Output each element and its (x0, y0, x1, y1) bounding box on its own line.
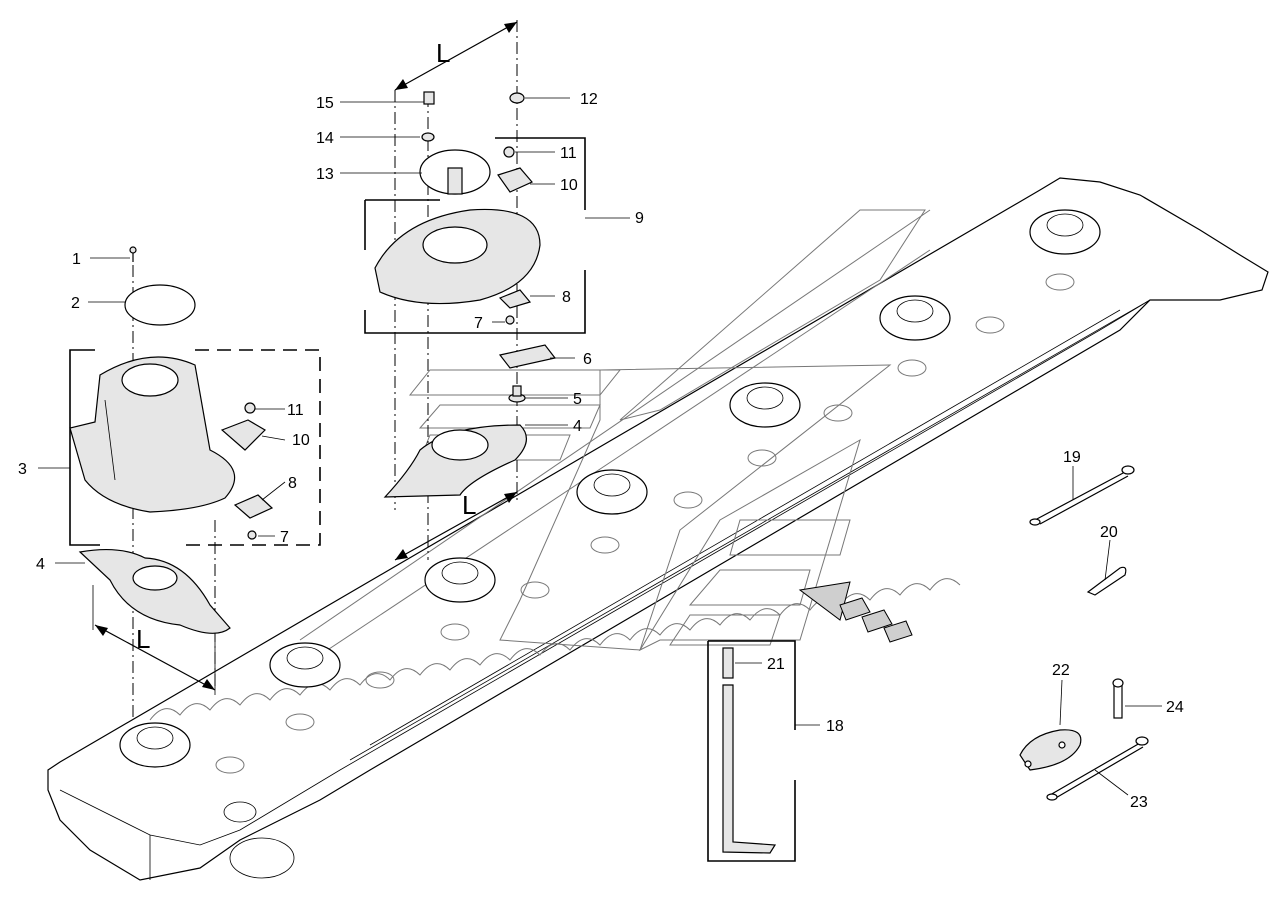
callout-5: 5 (573, 391, 582, 408)
guard-10-upper (497, 167, 533, 193)
callout-8: 8 (288, 475, 297, 492)
callout-7: 7 (474, 315, 483, 332)
clip-20 (1086, 566, 1127, 596)
mower-cutter-bar (47, 177, 1269, 881)
plate-4-upper (383, 424, 527, 498)
hub-cap-13 (419, 149, 491, 195)
disc-hub (879, 295, 951, 341)
pin-24 (1112, 678, 1124, 719)
cone-3 (69, 356, 236, 513)
callout-22: 22 (1052, 662, 1070, 679)
upper-hub-assembly (364, 20, 630, 561)
washer-14 (421, 132, 435, 142)
disc-hub (269, 642, 341, 688)
plate-4-left (78, 548, 231, 634)
callout-3: 3 (18, 461, 27, 478)
nut-12 (509, 92, 525, 104)
pin-23 (1046, 736, 1149, 801)
bolt-15 (423, 91, 435, 105)
guard-10-left (220, 419, 266, 451)
disc-9 (374, 208, 541, 305)
callout-6: 6 (583, 351, 592, 368)
bolt-7-left (247, 530, 257, 540)
plate-8-upper (498, 289, 532, 309)
callout-14: 14 (316, 130, 334, 147)
callout-21: 21 (767, 656, 785, 673)
strip-assembly-18 (707, 640, 820, 862)
bolt-5 (508, 385, 526, 403)
screw-1 (129, 246, 137, 262)
callout-12: 12 (580, 91, 598, 108)
callout-4: 4 (36, 556, 45, 573)
callout-24: 24 (1166, 699, 1184, 716)
callout-11: 11 (560, 145, 577, 162)
nut-11-left (244, 402, 256, 414)
leader-lines (55, 97, 1162, 796)
dimension-L-left (92, 585, 216, 695)
callout-13: 13 (316, 166, 334, 183)
plate-8-left (233, 494, 274, 519)
callout-8: 8 (562, 289, 571, 306)
pin-19 (1029, 465, 1135, 526)
strip-18 (722, 684, 777, 854)
bracket-22 (1019, 729, 1082, 771)
callout-7: 7 (280, 529, 289, 546)
disc-hub (1029, 209, 1101, 255)
cap-2 (124, 284, 196, 326)
callout-labels: 1 2 3 4 11 10 8 7 15 14 13 12 11 10 9 8 … (18, 38, 1184, 811)
knife-6 (498, 344, 557, 369)
disc-hub (424, 557, 496, 603)
callout-4: 4 (573, 418, 582, 435)
callout-20: 20 (1100, 524, 1118, 541)
bolt-7-upper (505, 315, 515, 325)
callout-1: 1 (72, 251, 81, 268)
callout-10: 10 (560, 177, 578, 194)
left-cone-assembly (38, 246, 321, 720)
view-direction-arrow (798, 581, 913, 643)
callout-10: 10 (292, 432, 310, 449)
callout-11: 11 (287, 402, 304, 419)
callout-18: 18 (826, 718, 844, 735)
disc-hub (119, 722, 191, 768)
dimension-label-L-top: L (436, 38, 450, 68)
disc-hub (729, 382, 801, 428)
dimension-label-L-left: L (136, 624, 150, 654)
dimension-L-mid (394, 491, 518, 561)
dimension-label-L-mid: L (462, 490, 476, 520)
callout-23: 23 (1130, 794, 1148, 811)
callout-9: 9 (635, 210, 644, 227)
strip-21 (722, 647, 734, 679)
dimension-L-top (394, 21, 518, 91)
nut-11-upper (503, 146, 515, 158)
disc-hub (576, 469, 648, 515)
callout-19: 19 (1063, 449, 1081, 466)
callout-15: 15 (316, 95, 334, 112)
callout-2: 2 (71, 295, 80, 312)
